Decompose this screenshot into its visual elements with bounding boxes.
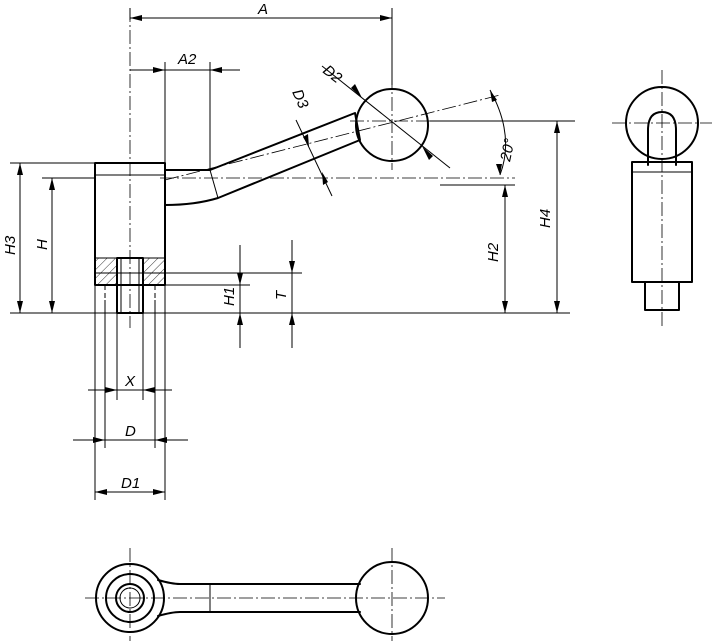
label-d1: D1 bbox=[121, 475, 140, 492]
dimension-lines bbox=[10, 8, 575, 500]
handle-arm-joint bbox=[209, 169, 219, 199]
handle-arm bbox=[164, 112, 361, 206]
top-handle-arm bbox=[157, 579, 361, 617]
label-h3: H3 bbox=[2, 235, 19, 255]
dim-d2-line bbox=[321, 65, 451, 169]
top-bore-inner bbox=[119, 587, 141, 609]
dimension-labels: A A2 D2 D3 20° H3 H H2 H4 H1 T X D D1 bbox=[2, 1, 554, 492]
top-ball bbox=[355, 561, 429, 635]
side-insert bbox=[644, 281, 680, 311]
label-d2: D2 bbox=[320, 62, 346, 88]
side-view bbox=[612, 70, 712, 328]
label-d3: D3 bbox=[288, 87, 312, 112]
hub-body bbox=[94, 162, 166, 286]
side-ball bbox=[625, 86, 699, 160]
front-view bbox=[94, 8, 515, 328]
label-d: D bbox=[125, 423, 136, 440]
label-h4: H4 bbox=[537, 209, 554, 228]
dim-d3-line bbox=[295, 119, 333, 197]
label-a: A bbox=[257, 1, 268, 18]
insert-hatch-right bbox=[142, 257, 166, 286]
side-stem bbox=[647, 111, 677, 166]
top-view bbox=[85, 548, 445, 641]
top-hub-outer bbox=[95, 563, 165, 633]
label-x: X bbox=[124, 373, 136, 390]
label-h: H bbox=[34, 239, 51, 250]
top-bore-outer bbox=[115, 583, 145, 613]
insert-hatch-left bbox=[94, 257, 118, 286]
label-t: T bbox=[273, 289, 290, 300]
label-h2: H2 bbox=[485, 242, 502, 262]
label-angle: 20° bbox=[497, 137, 519, 164]
label-a2: A2 bbox=[177, 51, 197, 68]
label-h1: H1 bbox=[221, 287, 238, 306]
dim-angle-arc bbox=[489, 89, 507, 176]
ball-knob bbox=[355, 88, 429, 162]
top-hub-ring bbox=[105, 573, 155, 623]
